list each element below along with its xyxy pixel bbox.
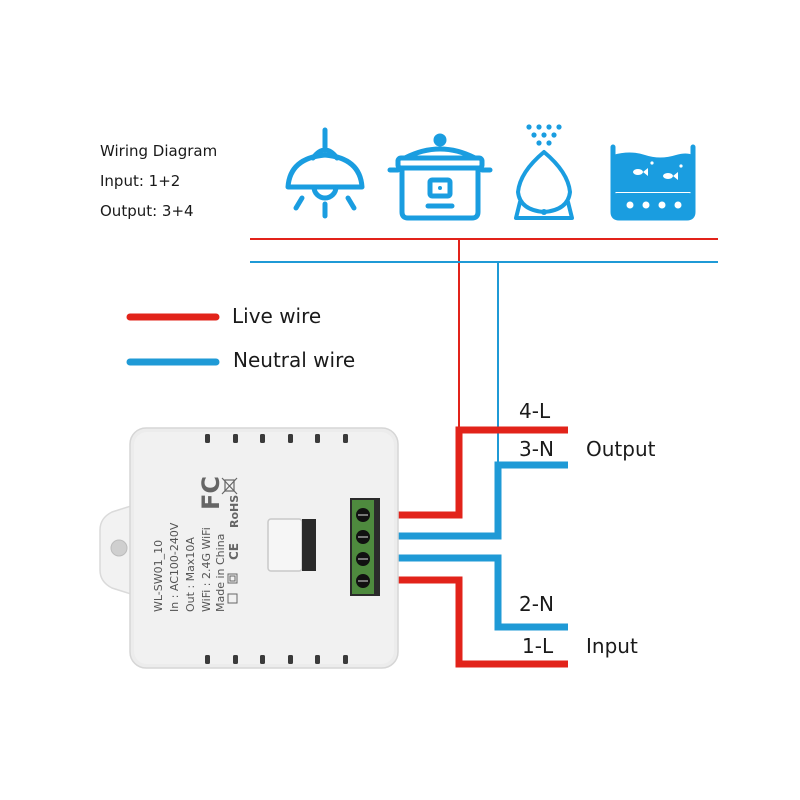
ceiling-lamp-icon [285,127,365,219]
humidifier-icon [514,124,574,220]
ce-mark: CE [227,543,241,560]
live-bus-line [250,238,718,430]
fc-mark: FC [197,476,225,510]
terminal-2-label: 2-N [519,592,554,616]
rohs-mark: RoHS [228,495,241,528]
terminal-1-label: 1-L [522,634,554,658]
device-input-rating: In : AC100-240V [168,522,181,612]
device-output-rating: Out : Max10A [184,537,197,612]
legend-live-label: Live wire [232,304,322,328]
input-terminals-note: Input: 1+2 [100,172,181,190]
rice-cooker-icon [387,133,493,221]
aquarium-icon [610,144,696,221]
device-origin: Made in China [214,534,227,612]
device-wifi-spec: WiFi : 2.4G WiFi [200,527,213,612]
wire-2-N [398,554,568,631]
weee-bin-icon [221,477,238,495]
terminal-4-label: 4-L [519,399,551,423]
wire-3-N [398,461,568,540]
wire-1-L [398,576,568,668]
output-terminals-note: Output: 3+4 [100,202,194,220]
legend-neutral-label: Neutral wire [233,348,356,372]
wire-4-L [398,426,568,519]
output-label: Output [586,437,656,461]
diagram-title: Wiring Diagram [100,142,218,160]
certification-icons [227,573,238,604]
smart-switch-device: WL-SW01_10 In : AC100-240V Out : Max10A … [99,427,399,669]
terminal-3-label: 3-N [519,437,554,461]
device-model: WL-SW01_10 [152,540,165,612]
input-label: Input [586,634,638,658]
